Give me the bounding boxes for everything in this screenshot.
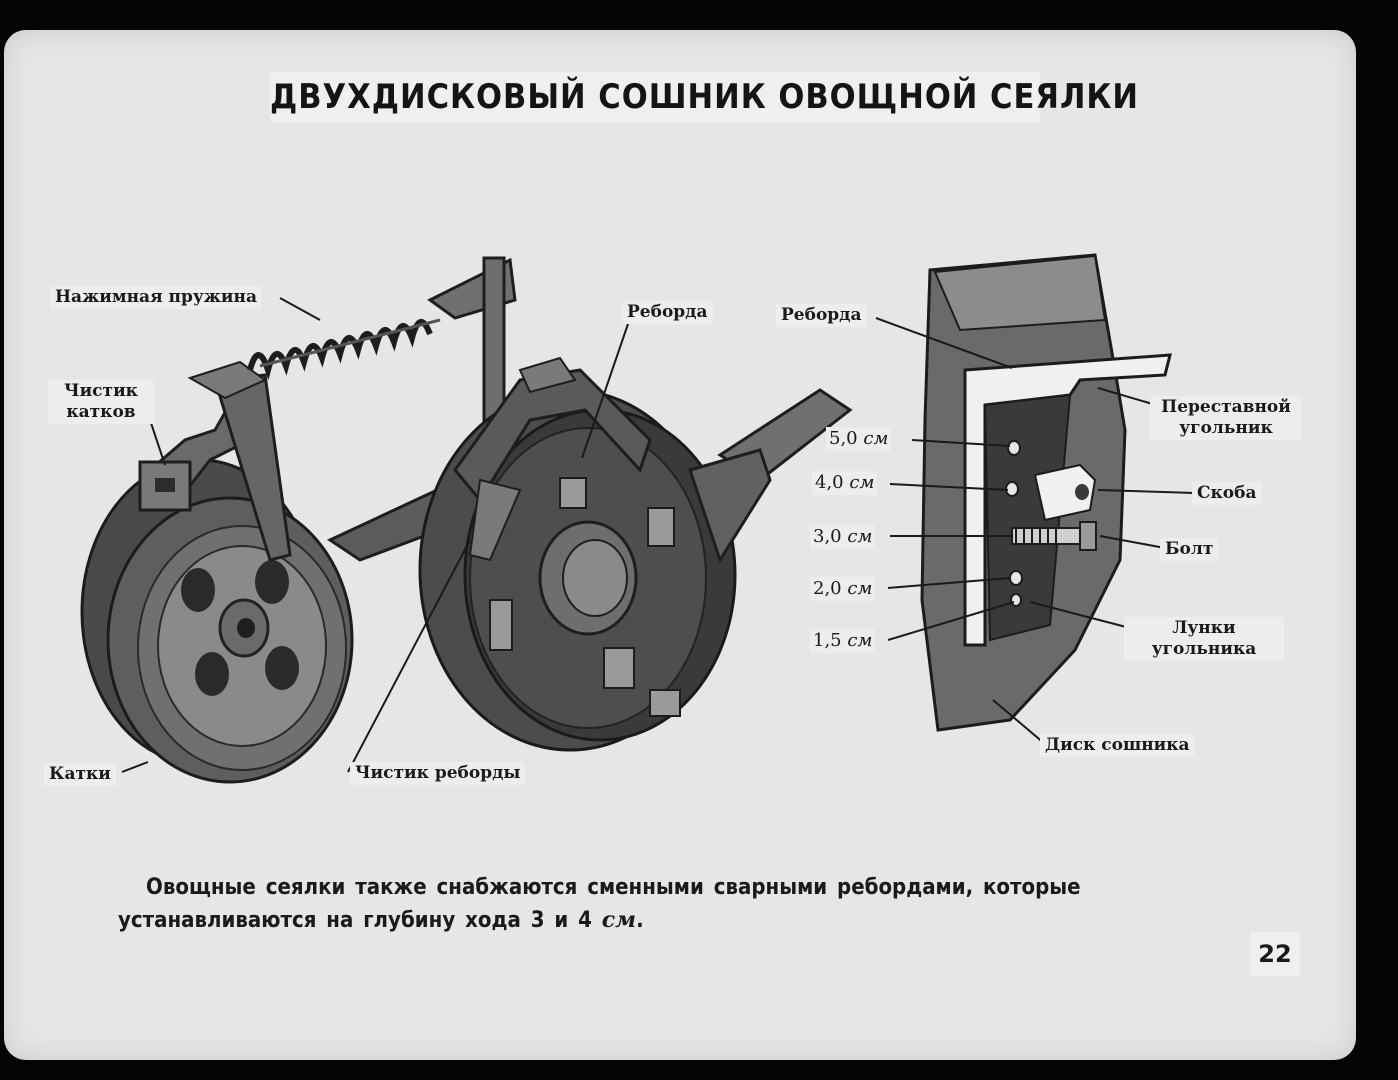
page-number: 22 [1250,932,1300,976]
label-flange-right: Реборда [776,304,867,327]
label-angle-holes: Лунки угольника [1124,617,1284,661]
caption-line-2-text: устанавливаются на глубину хода 3 и 4 [118,908,602,933]
label-angle-holes-line1: Лунки [1172,618,1236,638]
depth-value: 5,0 [829,428,858,449]
disc-detail-drawing [920,253,1172,732]
depth-value: 2,0 [813,578,842,599]
depth-unit: см [849,472,875,493]
caption-unit: см [601,907,637,933]
depth-unit: см [847,630,873,651]
caption-line-1: Овощные сеялки также снабжаются сменными… [146,875,1081,900]
caption-line-2: устанавливаются на глубину хода 3 и 4 см… [118,904,1278,937]
label-roller-cleaner-line1: Чистик [64,381,138,401]
label-adjustable-angle: Переставной угольник [1150,396,1302,440]
depth-unit: см [863,428,889,449]
spring-drawing [187,256,517,470]
label-rollers: Катки [44,763,116,786]
label-bracket: Скоба [1192,482,1262,505]
depth-label-2-0: 2,0 см [810,577,876,601]
depth-value: 4,0 [815,472,844,493]
label-adjustable-angle-line1: Переставной [1161,397,1291,417]
label-flange-cleaner: Чистик реборды [350,762,526,785]
leader-lines [121,297,1196,773]
label-angle-holes-line2: угольника [1151,639,1257,659]
slide-caption: Овощные сеялки также снабжаются сменными… [118,872,1278,937]
label-pressure-spring: Нажимная пружина [50,286,262,309]
depth-unit: см [847,526,873,547]
label-adjustable-angle-line2: угольник [1179,418,1273,438]
depth-label-5-0: 5,0 см [826,427,892,451]
label-bolt: Болт [1160,538,1219,561]
caption-line-2-end: . [636,908,644,933]
slide-title: ДВУХДИСКОВЫЙ СОШНИК ОВОЩНОЙ СЕЯЛКИ [270,72,1138,122]
label-coulter-disc: Диск сошника [1040,734,1195,757]
label-roller-cleaner-line2: катков [66,402,136,422]
depth-value: 3,0 [813,526,842,547]
depth-label-3-0: 3,0 см [810,525,876,549]
label-roller-cleaner: Чистик катков [48,380,154,424]
depth-value: 1,5 [813,630,842,651]
rollers-drawing [80,458,354,784]
label-flange-left: Реборда [622,301,713,324]
roller-cleaner-drawing [138,373,292,562]
depth-unit: см [847,578,873,599]
depth-label-1-5: 1,5 см [810,629,876,653]
depth-label-4-0: 4,0 см [812,471,878,495]
